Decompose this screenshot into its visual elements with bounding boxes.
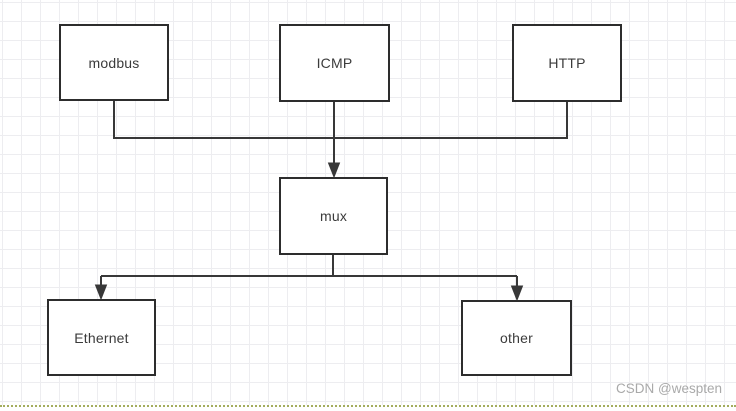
node-other-label: other [500,330,533,346]
node-http-label: HTTP [548,55,586,71]
node-http: HTTP [512,24,622,102]
edge-modbus-http-collector [113,101,568,139]
arrowhead-into-mux [327,162,341,179]
node-modbus-label: modbus [88,54,140,71]
arrowhead-into-other [510,285,524,302]
node-icmp-label: ICMP [316,55,353,71]
node-ethernet-label: Ethernet [74,329,129,346]
node-other: other [461,300,572,376]
node-icmp: ICMP [279,24,390,102]
arrowhead-into-ethernet [94,284,108,301]
node-mux: mux [279,177,388,255]
node-ethernet: Ethernet [47,299,156,376]
node-modbus: modbus [59,24,169,101]
node-mux-label: mux [319,208,348,224]
bottom-dotted-border [0,405,736,407]
watermark: CSDN @wespten [616,381,722,396]
